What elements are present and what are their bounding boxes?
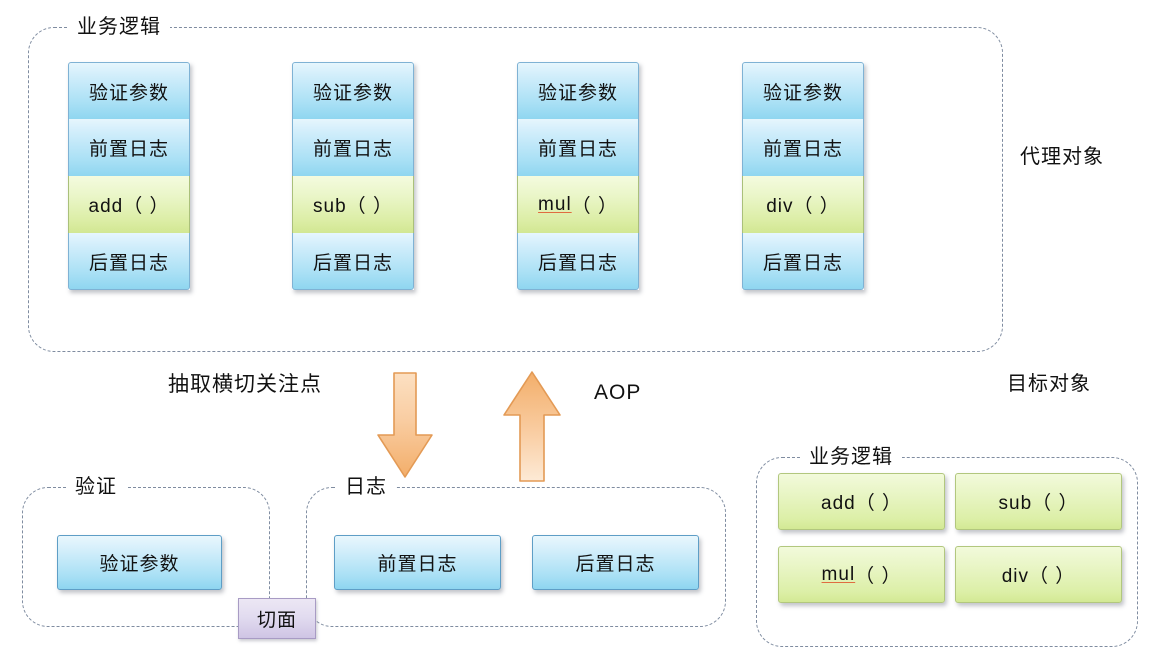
validate-aspect-group (22, 487, 270, 627)
aspect-box-before-log: 前置日志 (334, 535, 501, 590)
validate-group-label: 验证 (66, 476, 126, 498)
proxy-column-mul: 验证参数 前置日志 mul（ ） 后置日志 (517, 62, 639, 290)
proxy-cell-validate: 验证参数 (517, 62, 639, 119)
proxy-cell-after-log: 后置日志 (742, 233, 864, 290)
aspect-box-validate-params: 验证参数 (57, 535, 222, 590)
target-method-div: div（ ） (955, 546, 1122, 603)
up-arrow-icon (503, 371, 561, 482)
extract-concerns-label: 抽取横切关注点 (168, 373, 322, 396)
proxy-cell-before-log: 前置日志 (517, 119, 639, 176)
proxy-cell-after-log: 后置日志 (68, 233, 190, 290)
proxy-cell-method-sub: sub（ ） (292, 176, 414, 233)
log-aspect-group (306, 487, 726, 627)
down-arrow-icon (377, 372, 433, 478)
target-object-caption: 目标对象 (1007, 373, 1091, 395)
proxy-cell-method-mul: mul（ ） (517, 176, 639, 233)
aspect-box-after-log: 后置日志 (532, 535, 699, 590)
target-method-sub: sub（ ） (955, 473, 1122, 530)
proxy-cell-validate: 验证参数 (68, 62, 190, 119)
proxy-cell-after-log: 后置日志 (517, 233, 639, 290)
target-object-group (756, 457, 1138, 647)
proxy-cell-method-add: add（ ） (68, 176, 190, 233)
proxy-cell-before-log: 前置日志 (68, 119, 190, 176)
proxy-cell-before-log: 前置日志 (292, 119, 414, 176)
proxy-cell-after-log: 后置日志 (292, 233, 414, 290)
target-group-label: 业务逻辑 (800, 446, 902, 468)
proxy-group-label: 业务逻辑 (68, 16, 170, 38)
method-parens: （ ） (855, 566, 902, 587)
log-group-label: 日志 (336, 476, 396, 498)
proxy-cell-before-log: 前置日志 (742, 119, 864, 176)
method-name-mul: mul (821, 563, 856, 585)
proxy-column-add: 验证参数 前置日志 add（ ） 后置日志 (68, 62, 190, 290)
proxy-column-div: 验证参数 前置日志 div（ ） 后置日志 (742, 62, 864, 290)
proxy-object-caption: 代理对象 (1020, 146, 1104, 168)
proxy-cell-method-div: div（ ） (742, 176, 864, 233)
proxy-object-group (28, 27, 1003, 352)
aspect-tag: 切面 (238, 598, 316, 639)
target-method-add: add（ ） (778, 473, 945, 530)
target-method-mul: mul（ ） (778, 546, 945, 603)
method-parens: （ ） (571, 196, 618, 217)
proxy-column-sub: 验证参数 前置日志 sub（ ） 后置日志 (292, 62, 414, 290)
aop-label: AOP (594, 381, 642, 404)
proxy-cell-validate: 验证参数 (292, 62, 414, 119)
proxy-cell-validate: 验证参数 (742, 62, 864, 119)
method-name-mul: mul (538, 193, 572, 215)
